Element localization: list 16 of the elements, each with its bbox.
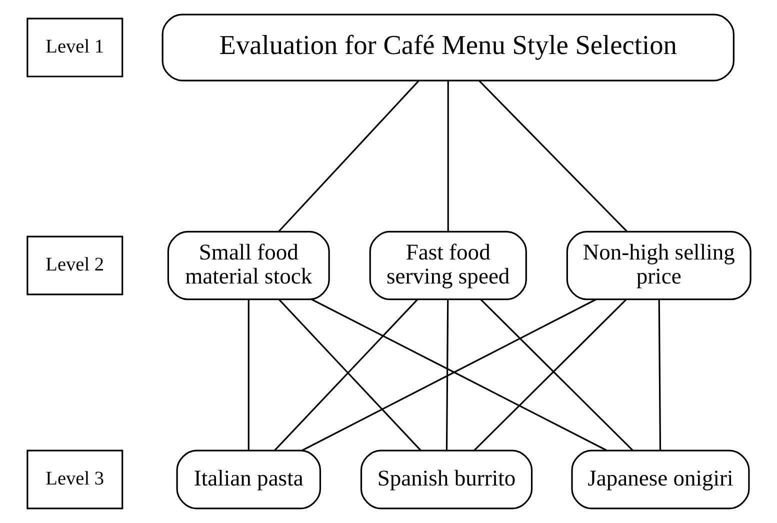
node-box: Non-high selling price [566,230,751,300]
connector [278,80,419,232]
node-box: Level 2 [26,236,123,296]
node-box: Spanish burrito [360,450,532,510]
connector [445,300,448,450]
node-box: Italian pasta [176,450,321,510]
node-box: Japanese onigiri [570,450,750,510]
connector [247,300,249,450]
node-box: Level 3 [26,450,123,510]
node-box: Evaluation for Café Menu Style Selection [161,14,734,82]
connector [658,300,661,450]
node-box: Level 1 [26,18,123,78]
connector [478,80,628,232]
node-box: Fast food serving speed [368,230,526,300]
connector [446,80,448,232]
node-box: Small food material stock [166,230,330,300]
